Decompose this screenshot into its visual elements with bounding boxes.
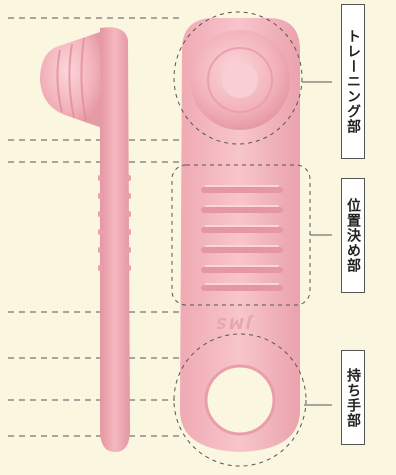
label-handle-text: 持ち手部 [345,367,361,428]
handle-outline [173,333,307,467]
side-view [40,27,131,452]
label-positioning-text: 位置決め部 [345,198,361,273]
training-outline [173,11,303,145]
front-view [180,18,300,452]
label-positioning-part: 位置決め部 [341,178,365,293]
label-training-part: トレーニング部 [341,4,365,159]
logo-jms: JMS [214,314,252,332]
label-handle-part: 持ち手部 [341,350,365,445]
guide-lines [8,17,200,437]
label-training-text: トレーニング部 [345,29,361,134]
